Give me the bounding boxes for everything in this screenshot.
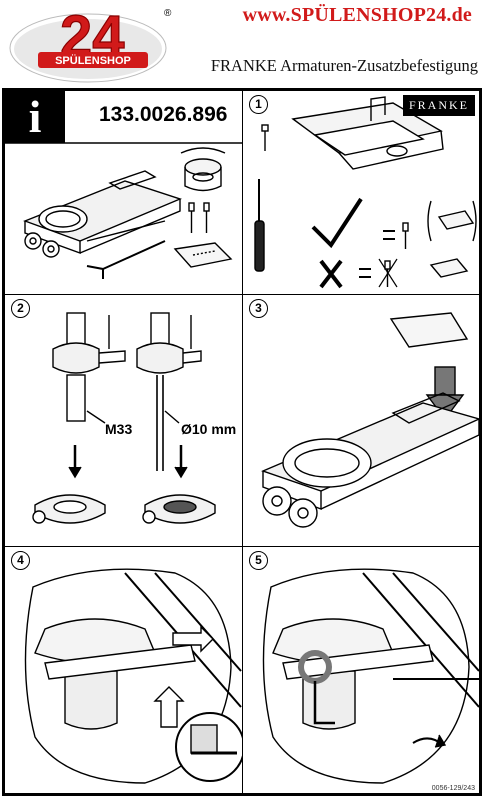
step-number: 1: [249, 95, 268, 114]
header: 24 SPÜLENSHOP ® www.SPÜLENSHOP24.de FRAN…: [0, 0, 486, 86]
page-subtitle: FRANKE Armaturen-Zusatzbefestigung: [210, 56, 478, 75]
step-4-drawing: [24, 568, 243, 784]
document-code: 0056-129/243: [431, 785, 475, 792]
part-number: 133.0026.896: [99, 103, 228, 126]
parts-overview-drawing: [5, 142, 243, 279]
step-2-drawing: [32, 312, 216, 524]
step-1-drawing: [254, 96, 477, 289]
step-3-drawing: [261, 312, 479, 528]
registered-mark: ®: [164, 8, 172, 19]
step-3-panel: 3: [242, 294, 480, 548]
step-1-panel: 1 FRANKE: [242, 90, 480, 296]
info-icon: i: [5, 91, 65, 143]
step-number: 5: [249, 551, 268, 570]
logo-word: SPÜLENSHOP: [55, 54, 131, 67]
instruction-sheet: i 133.0026.896: [2, 88, 482, 796]
step-number: 3: [249, 299, 268, 318]
step-4-panel: 4: [4, 546, 244, 794]
step-number: 2: [11, 299, 30, 318]
info-panel: i 133.0026.896: [4, 90, 244, 296]
step-number: 4: [11, 551, 30, 570]
step-5-drawing: [262, 568, 479, 784]
site-url[interactable]: www.SPÜLENSHOP24.de: [242, 4, 472, 26]
diameter-label: Ø10 mm: [181, 421, 237, 437]
step-5-panel: 5 0056-129/243: [242, 546, 480, 794]
spuelenshop-logo: 24 SPÜLENSHOP ®: [9, 3, 172, 83]
thread-size-label: M33: [105, 421, 133, 437]
step-2-panel: 2 M33 Ø10 mm: [4, 294, 244, 548]
franke-brand: FRANKE: [402, 95, 475, 116]
